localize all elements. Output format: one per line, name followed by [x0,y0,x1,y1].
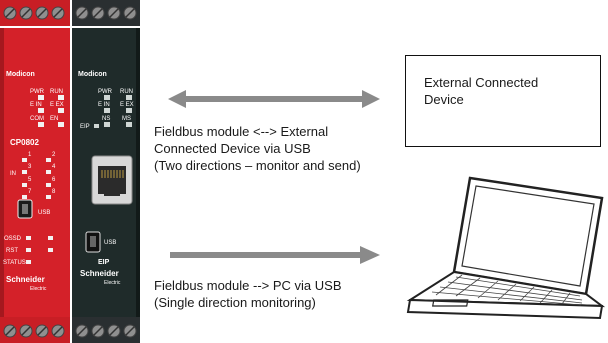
svg-text:2: 2 [52,152,56,158]
svg-text:EIP: EIP [80,124,90,130]
svg-text:RUN: RUN [50,89,63,95]
bottom-terminal-block [0,317,140,343]
svg-text:3: 3 [28,164,32,170]
svg-text:4: 4 [52,164,56,170]
svg-text:E EX: E EX [50,102,64,108]
usb-port-icon [17,199,33,219]
svg-text:6: 6 [52,177,56,183]
svg-text:8: 8 [52,189,56,195]
svg-text:EN: EN [50,116,58,122]
right-module-model: EIP [98,259,110,266]
svg-text:E IN: E IN [98,102,110,108]
left-module-logo: Schneider [6,275,45,284]
svg-text:OSSD: OSSD [4,236,22,242]
svg-text:RST: RST [6,248,18,254]
svg-text:1: 1 [28,152,32,158]
svg-text:MS: MS [122,116,131,122]
safety-module-red [0,28,70,317]
svg-text:Electric: Electric [30,286,47,292]
svg-text:USB: USB [38,210,50,216]
svg-text:USB: USB [104,240,116,246]
right-module-brand: Modicon [78,71,107,78]
usb-port-icon [85,231,101,253]
svg-text:5: 5 [28,177,32,183]
arrow-icon [170,246,380,264]
svg-text:PWR: PWR [98,89,113,95]
right-module-logo: Schneider [80,269,119,278]
top-terminal-block [0,0,140,26]
svg-text:E IN: E IN [30,102,42,108]
double-arrow-icon [168,90,380,108]
svg-text:E EX: E EX [120,102,134,108]
led-indicator-icon [22,95,64,264]
svg-text:7: 7 [28,189,32,195]
svg-text:COM: COM [30,116,44,122]
fieldbus-modules: Modicon PWR RUN E IN E EX COM EN CP0802 … [0,0,140,343]
svg-text:NS: NS [102,116,110,122]
unidirectional-caption: Fieldbus module --> PC via USB (Single d… [154,278,342,310]
svg-text:PWR: PWR [30,89,45,95]
svg-text:IN: IN [10,171,16,177]
laptop-icon [406,176,606,320]
svg-text:STATUS: STATUS [3,260,26,266]
left-module-model: CP0802 [10,138,39,147]
bidirectional-caption: Fieldbus module <--> External Connected … [154,124,361,173]
left-module-brand: Modicon [6,71,35,78]
svg-text:Electric: Electric [104,280,121,286]
external-device-box: External Connected Device [405,55,601,147]
svg-text:RUN: RUN [120,89,133,95]
ethernet-port-icon [91,155,133,205]
